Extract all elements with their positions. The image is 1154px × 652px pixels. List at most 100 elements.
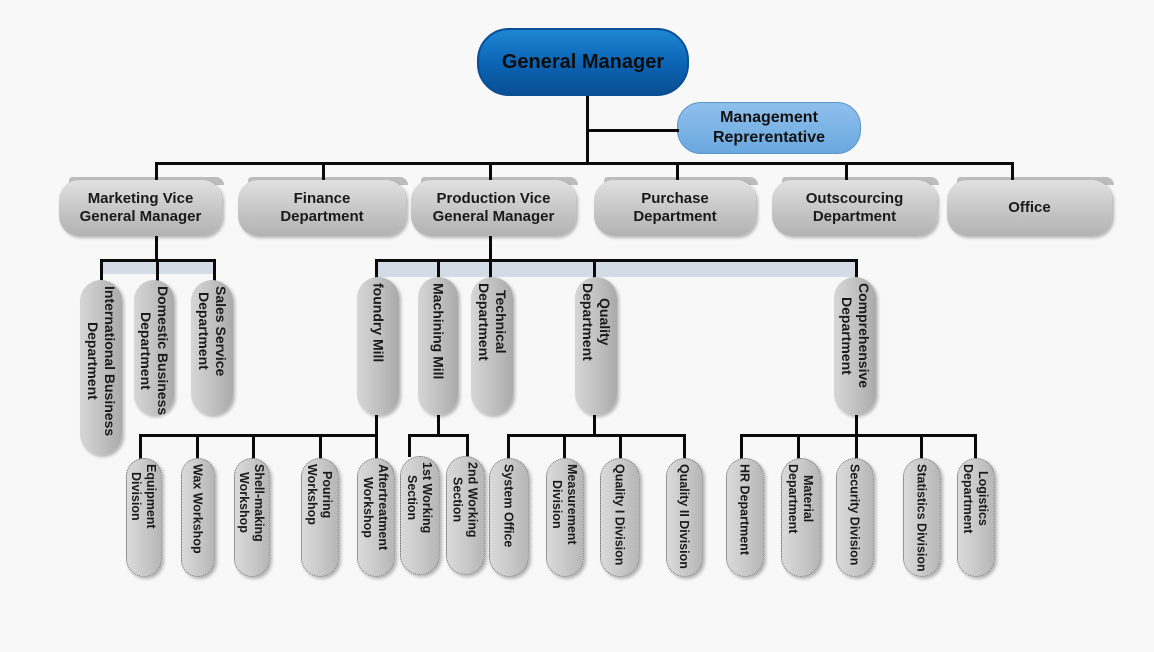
unit-node-logistics: Logistics Department [957,458,995,577]
connector-line [845,162,848,182]
unit-node-security: Security Division [836,458,874,577]
unit-node-label: Aftertreatment Workshop [361,464,390,551]
unit-node-label: International Business Department [85,286,118,437]
unit-node-sales: Sales Service Department [191,280,233,415]
unit-node-label: Equipment Division [129,464,158,529]
connector-line [855,415,858,436]
unit-node-shell: Shell-making Workshop [234,458,270,577]
general-manager-node: General Manager [477,28,689,96]
connector-line [408,434,411,457]
connector-line [155,236,158,262]
unit-node-label: Machining Mill [430,283,447,380]
unit-node-comprehensive: Comprehensive Department [834,277,876,415]
connector-line [920,434,923,459]
unit-node-label: Statistics Division [914,464,929,572]
unit-node-shape [80,280,122,455]
department-node-purchase: Purchase Department [594,177,758,236]
connector-line [740,434,976,437]
unit-node-shape [836,458,874,577]
unit-node-label: Security Division [847,464,862,566]
unit-node-shape [471,277,513,415]
connector-line [683,434,686,459]
connector-line [974,434,977,459]
unit-node-label: Logistics Department [961,464,990,534]
unit-node-label: Material Department [786,464,815,534]
unit-node-ws1: 1st Working Section [400,456,440,575]
connector-line [489,259,492,279]
unit-node-quality: Quality Department [575,277,617,415]
connector-line [375,434,378,459]
unit-node-label: Sales Service Department [196,286,229,377]
unit-node-material: Material Department [781,458,821,577]
unit-node-wax: Wax Workshop [181,458,215,577]
unit-node-shape [957,458,995,577]
unit-node-q2: Quality II Division [666,458,703,577]
unit-node-shape [600,458,640,577]
unit-node-label: foundry Mill [370,283,387,363]
unit-node-label: 2nd Working Section [450,462,480,538]
connector-line [155,162,1013,165]
unit-node-shape [546,458,584,577]
unit-node-pouring: Pouring Workshop [301,458,339,577]
unit-node-technical: Technical Department [471,277,513,415]
unit-node-label: System Office [501,464,516,548]
connector-line [196,434,199,459]
connector-line [156,259,159,281]
unit-node-label: Domestic Business Department [138,286,171,416]
connector-line [252,434,255,459]
unit-node-label: Measurement Division [550,464,579,545]
connector-line [319,434,322,459]
unit-node-label: Wax Workshop [190,464,205,554]
unit-node-shape [781,458,821,577]
connector-line [507,434,510,459]
unit-node-shape [357,277,399,415]
unit-node-shape [126,458,162,577]
unit-node-domestic: Domestic Business Department [134,280,174,415]
unit-node-equipment: Equipment Division [126,458,162,577]
connector-line [593,415,596,436]
connector-line [213,259,216,281]
connector-line [100,259,103,281]
unit-node-label: Quality II Division [677,464,691,569]
unit-node-shape [357,458,395,577]
unit-node-label: Shell-making Workshop [237,464,266,542]
connector-line [322,162,325,182]
connector-line [375,259,378,279]
connector-line [437,415,440,436]
connector-line [139,434,378,437]
unit-node-aftertreatment: Aftertreatment Workshop [357,458,395,577]
connector-line [855,434,858,459]
unit-node-statistics: Statistics Division [903,458,941,577]
unit-node-shape [418,277,458,415]
connector-line [155,162,158,182]
connector-line [563,434,566,459]
unit-node-label: Comprehensive Department [839,283,872,389]
unit-node-label: HR Department [737,464,752,555]
connector-line [437,259,440,279]
unit-node-machining: Machining Mill [418,277,458,415]
unit-node-shape [301,458,339,577]
connector-line [466,434,469,457]
connector-line [375,259,858,262]
management-representative-node: Management Reprerentative [677,102,861,154]
unit-node-measurement: Measurement Division [546,458,584,577]
connector-line [489,162,492,182]
unit-node-shape [191,280,233,415]
unit-node-label: Pouring Workshop [305,464,334,525]
connector-line [1011,162,1014,182]
unit-node-label: Technical Department [476,283,509,361]
unit-node-shape [834,277,876,415]
unit-node-system: System Office [489,458,529,577]
department-node-marketing: Marketing Vice General Manager [59,177,224,236]
unit-node-ws2: 2nd Working Section [446,456,485,575]
unit-node-shape [400,456,440,575]
department-node-finance: Finance Department [238,177,408,236]
connector-line [619,434,622,459]
unit-node-shape [489,458,529,577]
connector-line [586,129,679,132]
connector-line [375,415,378,436]
connector-line [593,259,596,279]
connector-line [139,434,142,459]
connector-line [408,434,469,437]
